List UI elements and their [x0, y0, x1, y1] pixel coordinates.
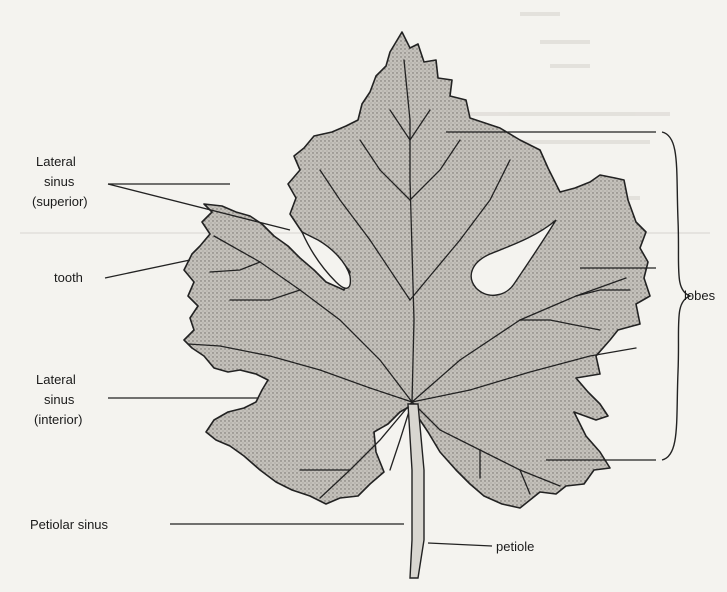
label-lateral-sinus-inferior-line3: (interior) — [34, 412, 82, 427]
label-tooth: tooth — [54, 270, 83, 285]
label-lateral-sinus-superior-line1: Lateral — [36, 154, 76, 169]
label-lateral-sinus-superior-line3: (superior) — [32, 194, 88, 209]
label-lateral-sinus-superior-line2: sinus — [44, 174, 75, 189]
petiole-stem — [408, 404, 424, 578]
label-petiolar-sinus: Petiolar sinus — [30, 517, 109, 532]
label-petiole: petiole — [496, 539, 534, 554]
label-lateral-sinus-inferior-line2: sinus — [44, 392, 75, 407]
label-lobes: lobes — [684, 288, 716, 303]
label-lateral-sinus-inferior-line1: Lateral — [36, 372, 76, 387]
